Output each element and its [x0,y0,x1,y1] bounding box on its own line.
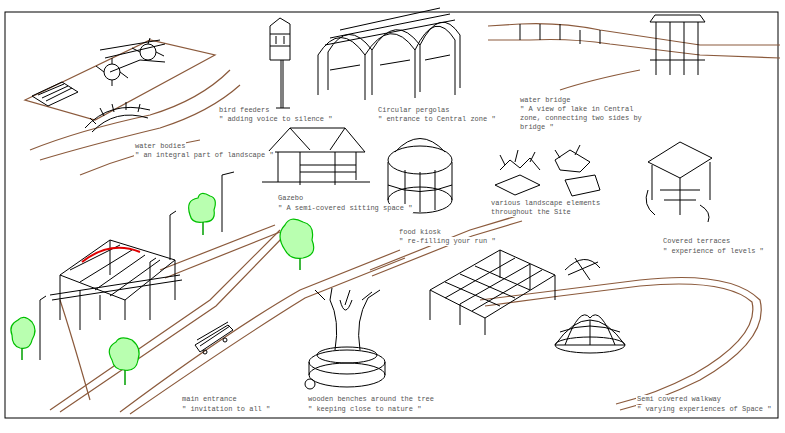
caption-text: " A view of lake in Central zone, connec… [519,105,659,132]
caption-text: food kiosk [398,228,442,237]
caption-text: various landscape elements [490,199,601,208]
line-work [32,8,712,389]
caption-text: " invitation to all " [181,405,271,414]
caption-text: Gazebo [277,194,304,203]
caption-text: " varying experiences of Space " [636,405,772,414]
caption-text: " an integral part of landscape " [134,151,275,160]
caption-text: Covered terraces [662,237,731,246]
entrance-sign [82,248,140,262]
caption-text: main entrance [181,395,238,404]
caption-text: " keeping close to nature " [307,405,422,414]
caption-text: bird feeders [218,106,270,115]
drawing-frame [5,12,778,418]
caption-text: " experience of levels " [662,247,765,256]
caption-text: water bodies [134,142,186,151]
caption-text: " adding voice to silence " [218,115,333,124]
caption-text: throughout the Site [490,208,572,217]
caption-text: Circular pergolas [377,106,450,115]
caption-text: wooden benches around the tree [307,395,435,404]
caption-text: water bridge [519,96,571,105]
trees [11,193,314,370]
caption-text: " A semi-covered sitting space " [277,204,413,213]
tree-trunks [22,222,300,385]
caption-text: Semi covered walkway [636,395,722,404]
caption-text: " entrance to Central zone " [377,115,497,124]
paths [25,24,780,414]
caption-text: " re-filling your run " [398,237,497,246]
